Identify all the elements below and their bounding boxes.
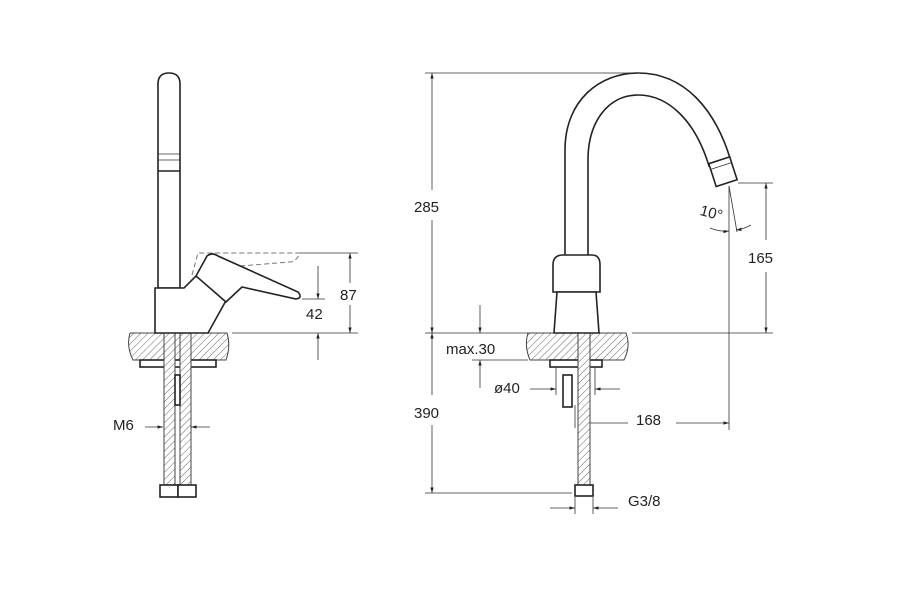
mounting-plate <box>139 359 217 368</box>
dimension-m6: M6 <box>113 417 134 434</box>
countertop-section <box>525 332 629 361</box>
front-view: 285 390 165 10° max.30 ø40 168 <box>414 72 773 514</box>
dimension-87: 87 <box>340 287 357 304</box>
aerator-nozzle <box>707 155 739 188</box>
hose-nut <box>159 484 179 498</box>
threaded-rod <box>562 374 573 408</box>
body-cap <box>552 254 601 293</box>
dimension-168: 168 <box>636 412 661 429</box>
countertop-section <box>128 332 230 361</box>
supply-hose <box>179 332 192 486</box>
threaded-rod <box>174 374 181 406</box>
mounting-plate <box>549 359 603 368</box>
dimension-42: 42 <box>306 306 323 323</box>
lever-handle <box>194 253 301 304</box>
side-view: 87 42 M6 <box>113 72 358 498</box>
dimension-390: 390 <box>414 405 439 422</box>
supply-hose <box>577 332 591 486</box>
dimension-165: 165 <box>748 250 773 267</box>
spout-tube <box>157 72 181 289</box>
dimension-g3-8: G3/8 <box>628 493 661 510</box>
faucet-body <box>553 291 600 334</box>
dimension-285: 285 <box>414 199 439 216</box>
dimension-10-degrees: 10° <box>698 202 724 224</box>
supply-hose <box>163 332 176 486</box>
hose-nut <box>574 484 594 497</box>
dimension-max-30: max.30 <box>446 341 495 358</box>
dimension-diameter-40: ø40 <box>494 380 520 397</box>
hose-nut <box>177 484 197 498</box>
